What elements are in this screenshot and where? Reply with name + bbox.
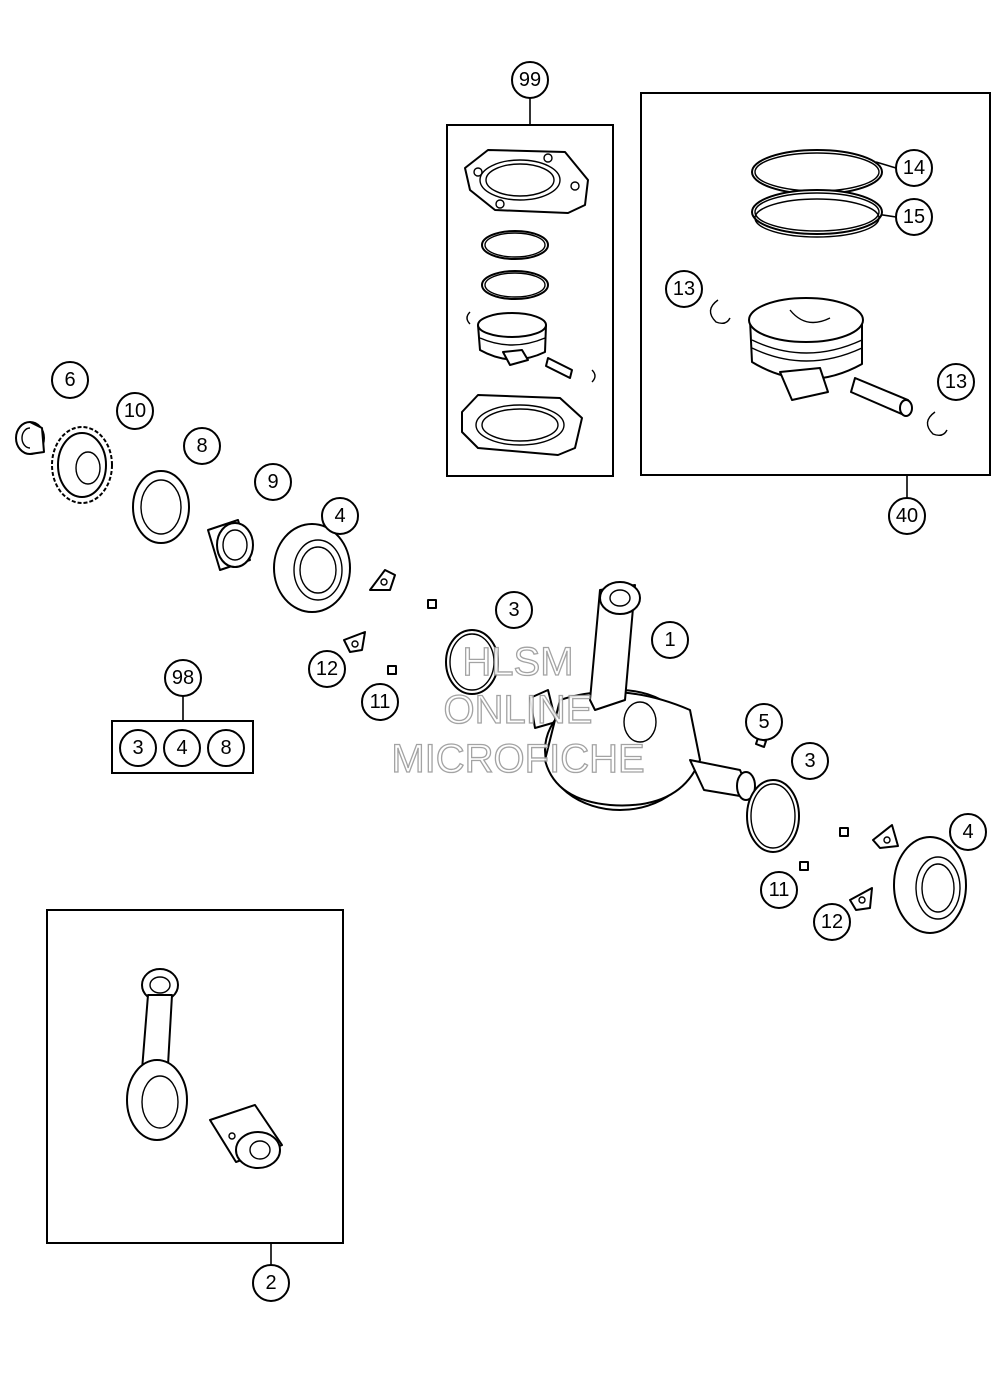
callout-4-left[interactable]: 4	[321, 497, 359, 535]
callout-15[interactable]: 15	[895, 198, 933, 236]
callout-8[interactable]: 8	[183, 427, 221, 465]
callout-10[interactable]: 10	[116, 392, 154, 430]
svg-text:4: 4	[334, 505, 345, 527]
callout-98-item-4[interactable]: 4	[163, 729, 201, 767]
svg-text:2: 2	[265, 1272, 276, 1294]
main-bearing-right	[893, 836, 967, 934]
callout-12-right[interactable]: 12	[813, 903, 851, 941]
callout-11-left[interactable]: 11	[361, 683, 399, 721]
svg-text:4: 4	[176, 737, 187, 759]
callout-12-left[interactable]: 12	[308, 650, 346, 688]
svg-text:9: 9	[267, 471, 278, 493]
callout-9[interactable]: 9	[254, 463, 292, 501]
main-bearing-left	[273, 523, 351, 613]
piston-kit-frame	[640, 92, 991, 476]
svg-text:5: 5	[758, 711, 769, 733]
watermark-line-1: HLSM	[462, 640, 573, 684]
crank-pin	[209, 1104, 283, 1169]
bearing-retainer-left	[343, 569, 437, 675]
spacer-bushing	[15, 421, 45, 455]
callout-13-left[interactable]: 13	[665, 270, 703, 308]
base-gasket	[461, 394, 583, 456]
head-gasket	[464, 149, 589, 214]
svg-text:3: 3	[132, 737, 143, 759]
svg-text:14: 14	[903, 157, 925, 179]
svg-text:3: 3	[508, 599, 519, 621]
callout-6[interactable]: 6	[51, 361, 89, 399]
large-piston	[748, 297, 913, 417]
callout-1[interactable]: 1	[651, 621, 689, 659]
piston-rings	[751, 149, 883, 238]
shim-left	[445, 629, 499, 695]
svg-text:11: 11	[769, 879, 790, 901]
callout-5[interactable]: 5	[745, 703, 783, 741]
callout-98[interactable]: 98	[164, 659, 202, 697]
crankshaft	[529, 581, 756, 811]
callout-98-item-8[interactable]: 8	[207, 729, 245, 767]
svg-text:15: 15	[903, 206, 925, 228]
watermark-line-2: ONLINE	[444, 688, 593, 732]
svg-text:99: 99	[519, 69, 541, 91]
leader-lines	[182, 98, 908, 1265]
svg-text:8: 8	[220, 737, 231, 759]
svg-text:98: 98	[172, 667, 194, 689]
shim-right	[746, 779, 800, 853]
callout-3-left[interactable]: 3	[495, 591, 533, 629]
bearing-retainer-right	[799, 824, 899, 911]
callout-40[interactable]: 40	[888, 497, 926, 535]
svg-text:11: 11	[370, 691, 391, 713]
spacer-sleeve	[207, 519, 254, 571]
shaft-seal	[132, 470, 190, 544]
conrod-kit-frame	[46, 909, 344, 1244]
gear	[51, 426, 113, 504]
svg-text:40: 40	[896, 505, 918, 527]
svg-text:6: 6	[64, 369, 75, 391]
callout-99[interactable]: 99	[511, 61, 549, 99]
svg-text:3: 3	[804, 750, 815, 772]
connecting-rod	[126, 968, 188, 1141]
svg-text:13: 13	[945, 371, 967, 393]
small-piston	[466, 311, 596, 383]
svg-text:12: 12	[316, 658, 338, 680]
watermark: HLSM ONLINE MICROFICHE	[391, 639, 646, 781]
watermark-line-3: MICROFICHE	[391, 737, 644, 781]
callout-3-right[interactable]: 3	[791, 742, 829, 780]
callout-13-right[interactable]: 13	[937, 363, 975, 401]
callout-2[interactable]: 2	[252, 1264, 290, 1302]
svg-text:1: 1	[664, 629, 675, 651]
svg-text:4: 4	[962, 821, 973, 843]
svg-text:10: 10	[124, 400, 146, 422]
callout-4-right[interactable]: 4	[949, 813, 987, 851]
svg-text:13: 13	[673, 278, 695, 300]
piston-circlips-large	[709, 299, 948, 437]
svg-text:12: 12	[821, 911, 843, 933]
callout-11-right[interactable]: 11	[760, 871, 798, 909]
svg-text:8: 8	[196, 435, 207, 457]
callout-98-item-3[interactable]: 3	[119, 729, 157, 767]
callout-14[interactable]: 14	[895, 149, 933, 187]
o-rings	[481, 230, 549, 300]
